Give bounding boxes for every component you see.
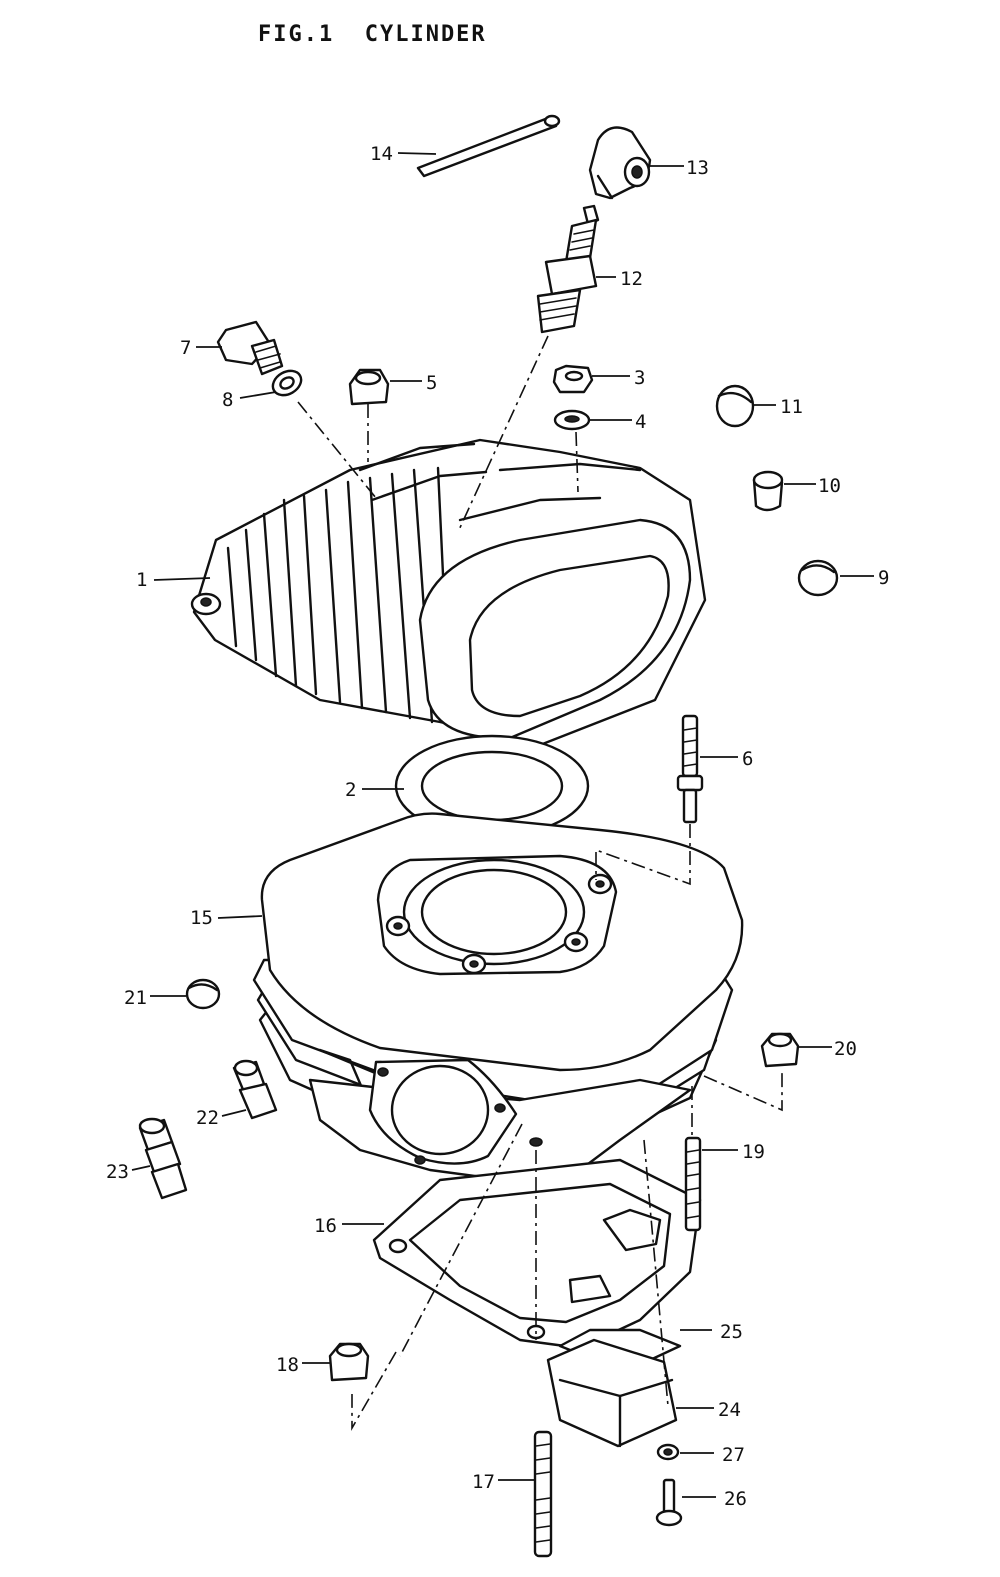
callout-5: 5 — [426, 372, 437, 394]
callout-4: 4 — [635, 411, 646, 433]
part-4-washer — [553, 409, 591, 431]
callout-3: 3 — [634, 367, 645, 389]
callout-12: 12 — [620, 268, 643, 290]
figure-title: FIG.1 CYLINDER — [258, 22, 487, 47]
part-7-drain-plug — [216, 320, 284, 376]
part-19-stud — [684, 1136, 702, 1232]
part-8-washer — [271, 369, 303, 397]
callout-27: 27 — [722, 1444, 745, 1466]
callout-14: 14 — [370, 143, 393, 165]
part-17-stud — [533, 1430, 553, 1558]
part-10-cap — [752, 470, 784, 512]
part-20-cap-nut — [760, 1032, 800, 1068]
part-21-cap — [185, 978, 221, 1010]
part-2-head-gasket — [394, 734, 590, 838]
callout-24: 24 — [718, 1399, 741, 1421]
part-3-nut — [552, 364, 594, 394]
part-26-screw — [655, 1478, 683, 1527]
part-13-plug-cap — [588, 126, 652, 200]
callout-2: 2 — [345, 779, 356, 801]
callout-17: 17 — [472, 1471, 495, 1493]
callout-26: 26 — [724, 1488, 747, 1510]
callout-19: 19 — [742, 1141, 765, 1163]
callout-25: 25 — [720, 1321, 743, 1343]
callout-9: 9 — [878, 567, 889, 589]
callout-20: 20 — [834, 1038, 857, 1060]
part-6-stud — [676, 714, 704, 824]
callout-8: 8 — [222, 389, 233, 411]
callout-10: 10 — [818, 475, 841, 497]
callout-15: 15 — [190, 907, 213, 929]
part-1-cylinder-head — [190, 438, 707, 747]
callout-21: 21 — [124, 987, 147, 1009]
part-16-base-gasket — [372, 1158, 702, 1350]
part-24-block — [546, 1338, 678, 1448]
callout-6: 6 — [742, 748, 753, 770]
part-5-cap-nut — [348, 368, 390, 406]
part-14-rod — [416, 114, 561, 178]
part-23-nipple — [138, 1117, 188, 1200]
part-22-nipple — [232, 1059, 278, 1120]
callout-23: 23 — [106, 1161, 129, 1183]
part-15-cylinder — [252, 812, 744, 1184]
part-18-cap-nut — [328, 1342, 370, 1382]
callout-1: 1 — [136, 569, 147, 591]
callout-11: 11 — [780, 396, 803, 418]
callout-13: 13 — [686, 157, 709, 179]
callout-7: 7 — [180, 337, 191, 359]
callout-16: 16 — [314, 1215, 337, 1237]
part-27-washer — [656, 1443, 680, 1461]
callout-labels: 1 2 3 4 5 6 7 8 9 10 11 12 13 — [106, 143, 889, 1510]
assembly-center-lines — [297, 335, 783, 1431]
callout-22: 22 — [196, 1107, 219, 1129]
part-12-spark-plug — [536, 204, 600, 334]
part-11-cap — [715, 384, 755, 428]
part-9-cap — [797, 559, 839, 597]
callout-18: 18 — [276, 1354, 299, 1376]
